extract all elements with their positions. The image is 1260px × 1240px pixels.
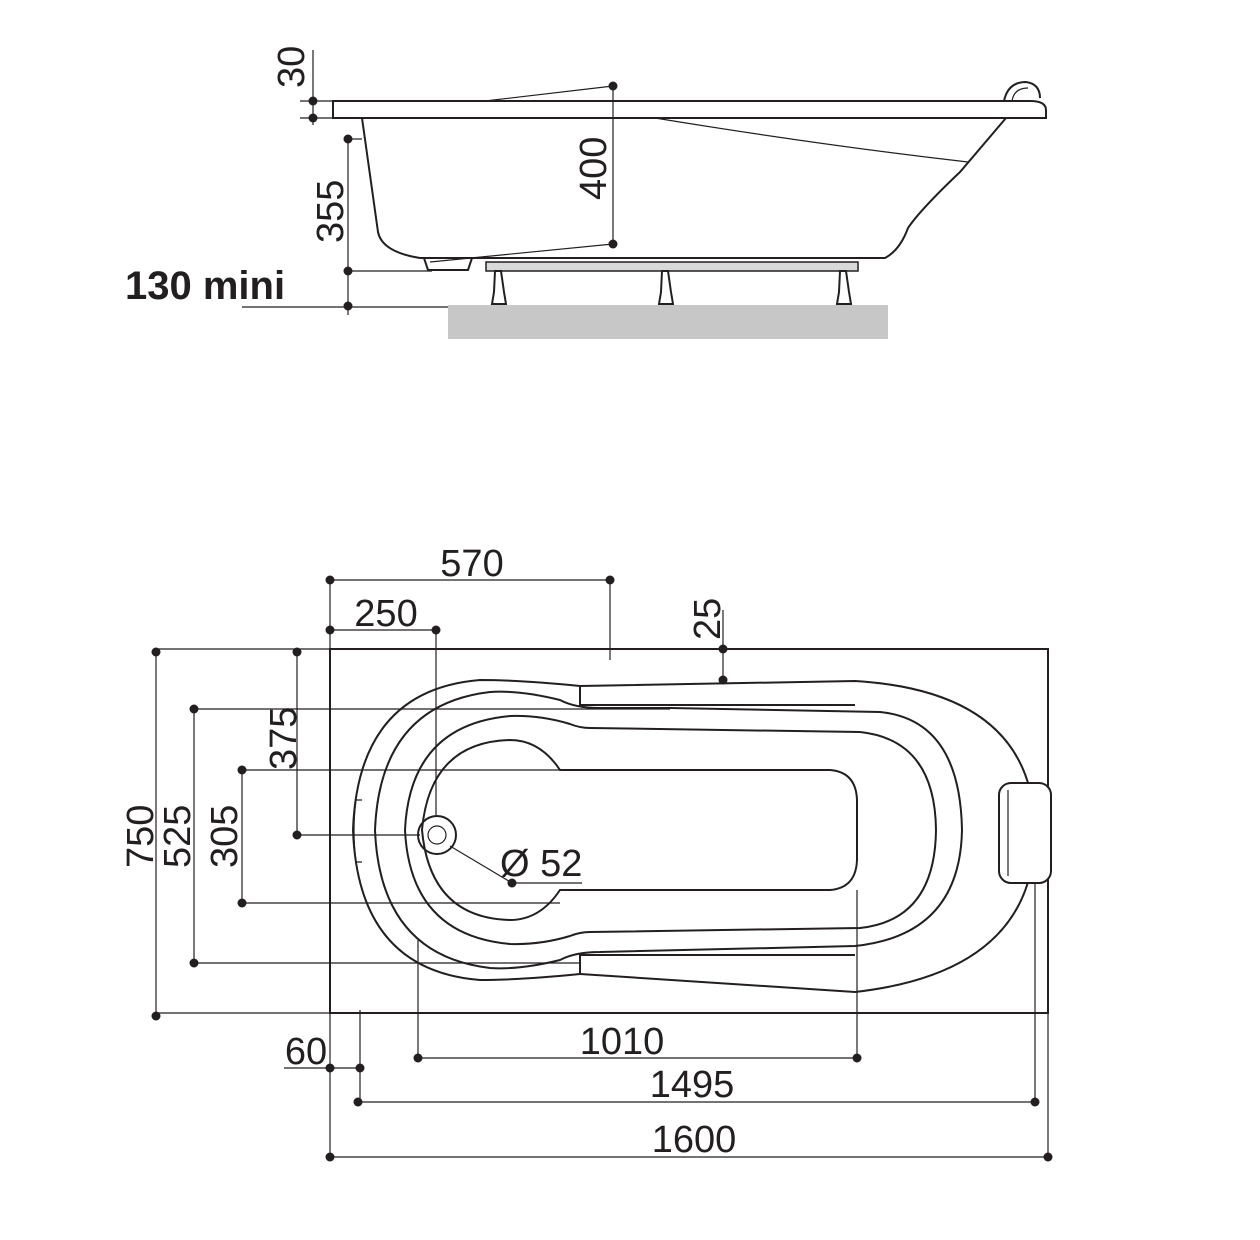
tub-outline	[329, 648, 1049, 1014]
outer-basin	[351, 678, 581, 982]
dim-floor-1010: 1010	[580, 1021, 665, 1063]
support-legs	[490, 270, 853, 305]
support-frame	[485, 261, 859, 272]
side-view: 30 400 355 130 mini	[125, 46, 1047, 339]
floor	[448, 305, 888, 339]
dim-inner-1495: 1495	[650, 1064, 735, 1106]
inner-basin	[373, 690, 964, 970]
tub-body-profile	[361, 117, 1007, 259]
dim-depth-400: 400	[573, 137, 615, 200]
dim-edge-25: 25	[687, 598, 729, 640]
dim-drain-250: 250	[354, 593, 417, 635]
dim-drain-diameter: Ø 52	[500, 843, 582, 885]
headrest	[998, 782, 1052, 884]
side-headrest	[1003, 80, 1041, 102]
dim-legs-130-mini: 130 mini	[125, 264, 285, 308]
dim-total-1600: 1600	[652, 1119, 737, 1161]
tub-rim	[332, 100, 1047, 119]
dim-drain-375: 375	[263, 707, 305, 770]
dim-rim-60: 60	[285, 1031, 327, 1073]
dim-overflow-570: 570	[440, 543, 503, 585]
dim-width-525: 525	[157, 805, 199, 868]
dim-width-305: 305	[204, 805, 246, 868]
tub-floor	[420, 738, 858, 922]
drain	[417, 815, 457, 855]
top-view: 570 250 25 750 525 375	[120, 543, 1053, 1162]
dim-width-750: 750	[120, 805, 162, 868]
dim-rim-30: 30	[271, 46, 313, 88]
dim-depth-355: 355	[310, 180, 352, 243]
